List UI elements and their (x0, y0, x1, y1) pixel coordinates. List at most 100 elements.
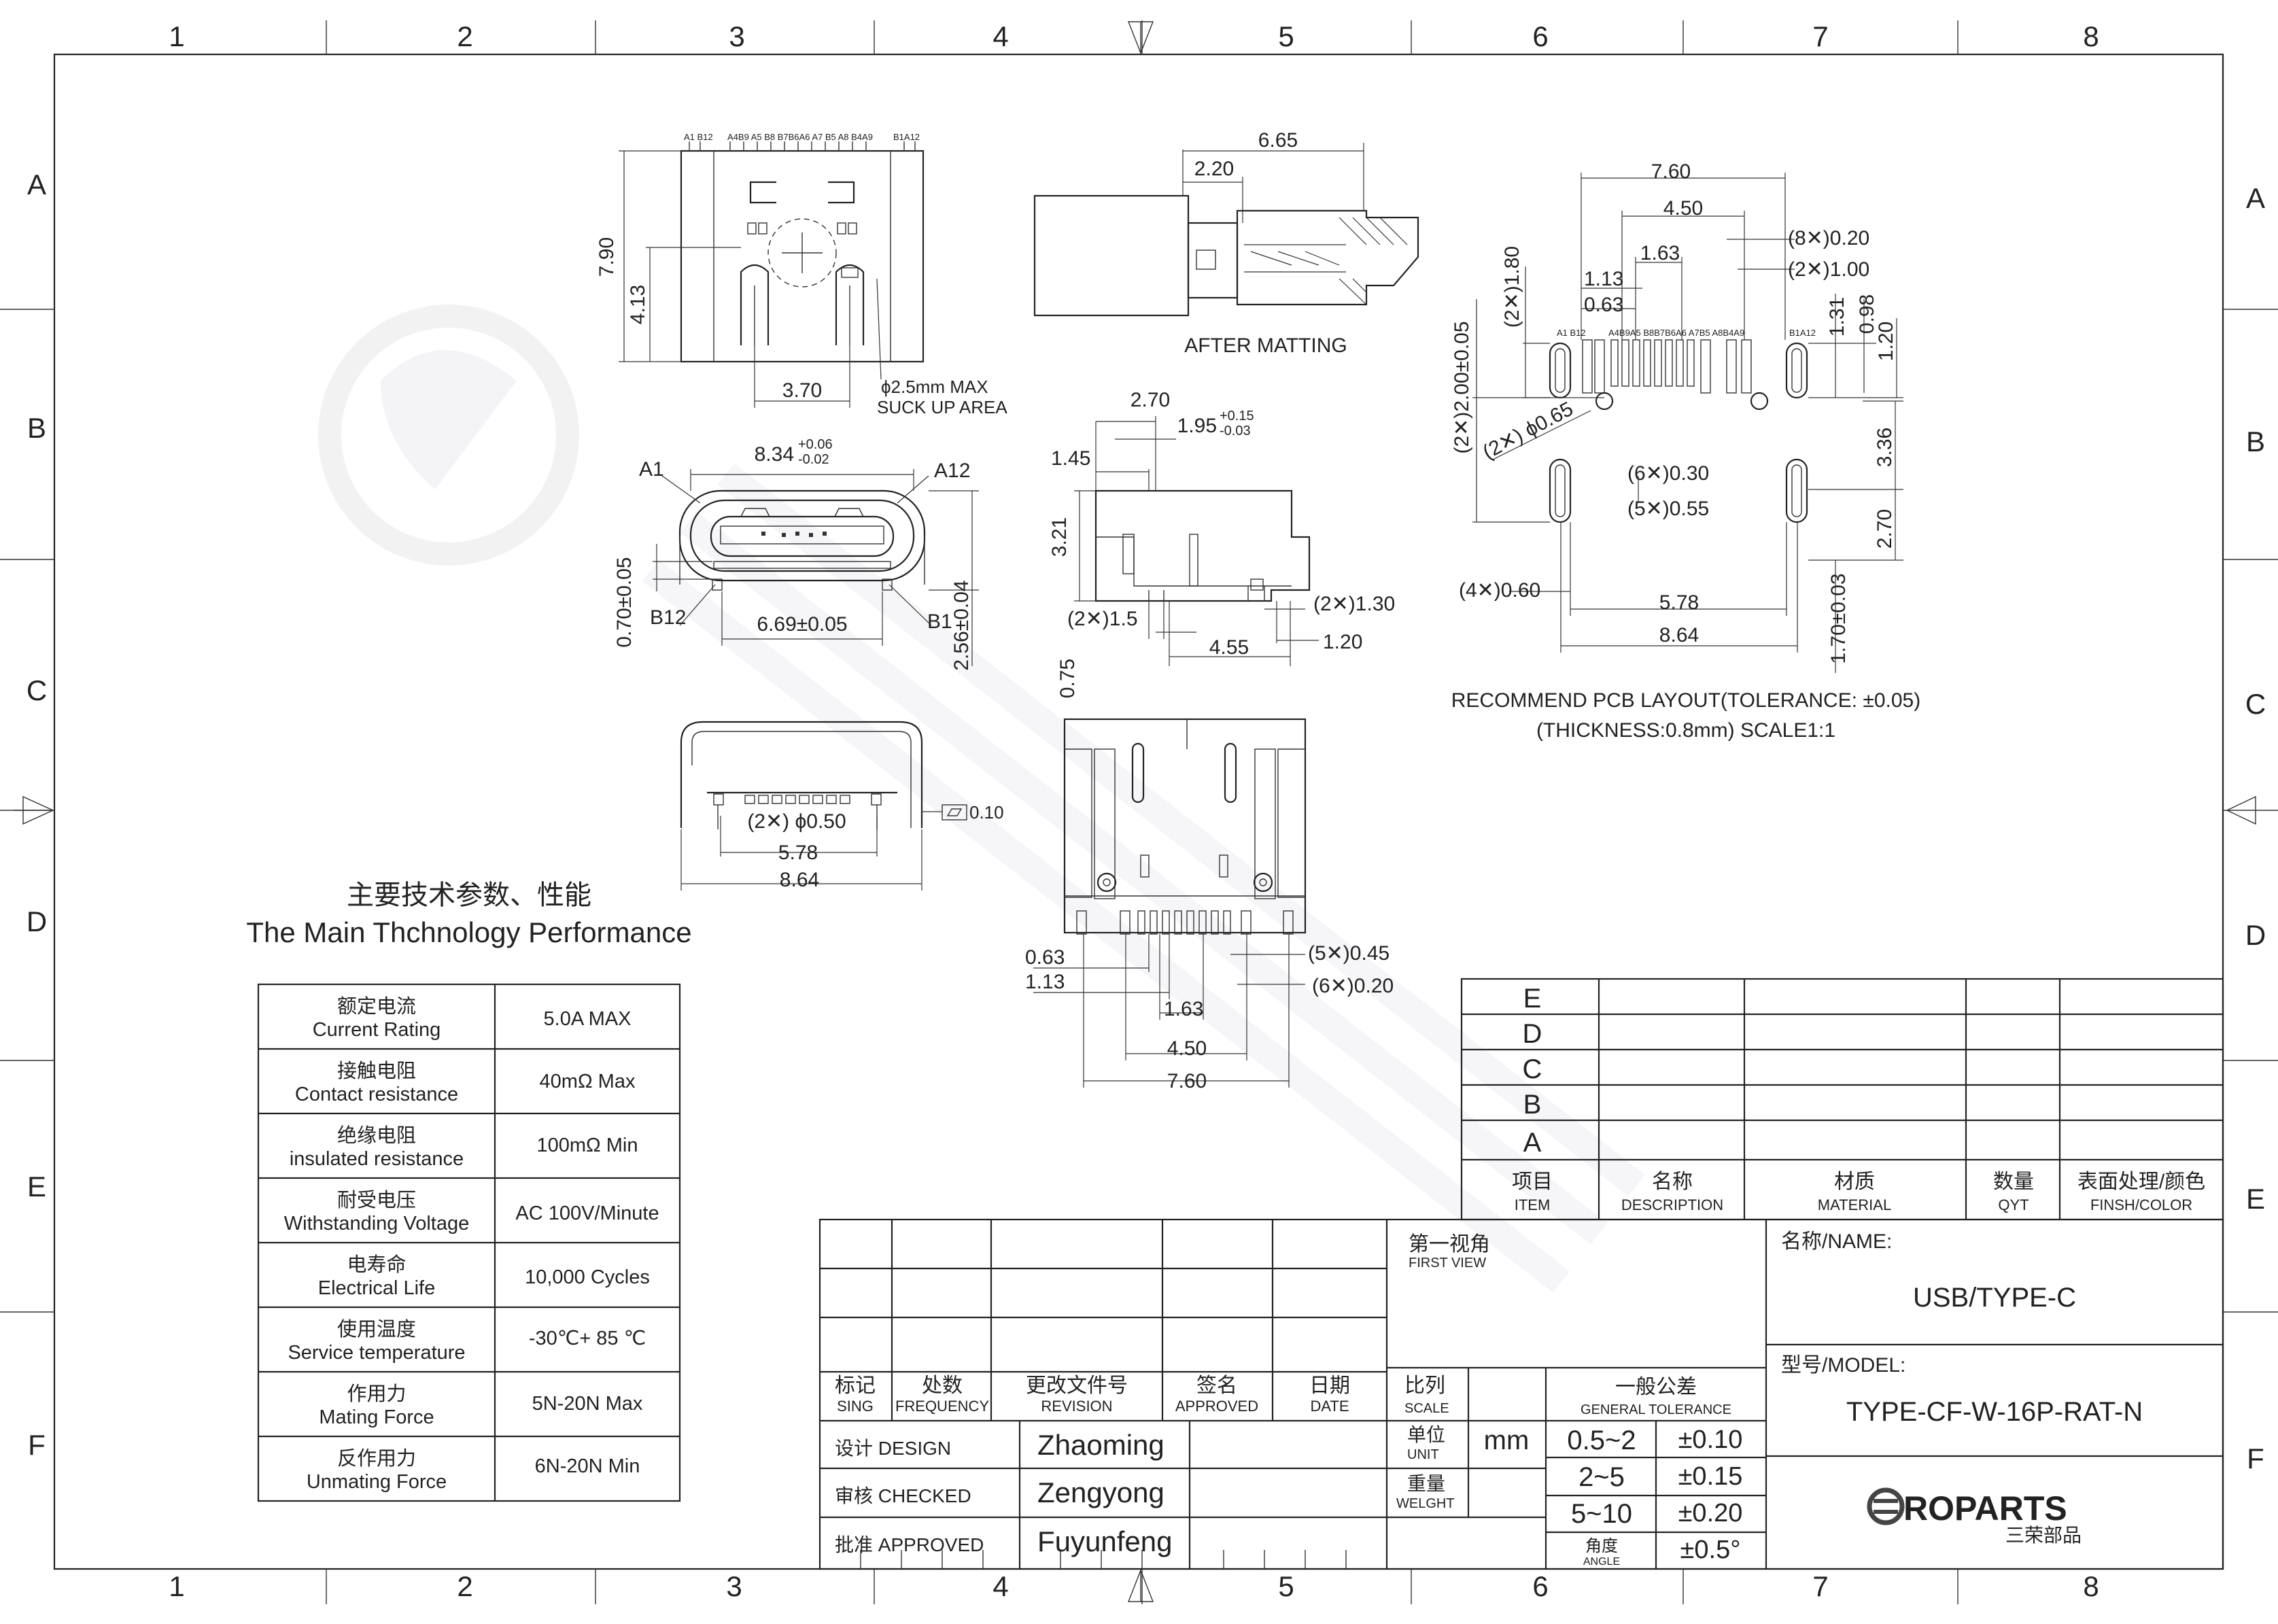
checked-name: Zengyong (1037, 1476, 1164, 1508)
row-label: D (2245, 919, 2266, 951)
spec-row-value: -30℃+ 85 ℃ (529, 1328, 646, 1349)
bom-header-cn: 数量 (1993, 1171, 2034, 1193)
front-label-a12: A12 (934, 460, 970, 482)
suck-area-note-2: SUCK UP AREA (877, 397, 1007, 417)
col-label: 1 (169, 1570, 184, 1602)
weight-cn: 重量 (1407, 1473, 1445, 1494)
bom-header-cn: 名称 (1652, 1171, 1693, 1193)
tolerance-range: 2~5 (1578, 1462, 1625, 1492)
bom-header-en: QYT (1998, 1196, 2029, 1213)
dim-2-70: 2.70 (1131, 389, 1170, 411)
dim-6-65: 6.65 (1258, 129, 1298, 152)
col-label: 7 (1812, 1570, 1828, 1602)
title-block (818, 1218, 2224, 1570)
dim-0-75: 0.75 (1056, 659, 1079, 698)
spec-row-en: Unmating Force (307, 1471, 447, 1493)
company-logo: ROPARTS 三荣部品 (1867, 1487, 2082, 1546)
spec-row-cn: 绝缘电阻 (337, 1124, 416, 1147)
col-label: 5 (1278, 20, 1294, 52)
unit-en: UNIT (1407, 1447, 1439, 1462)
pcb-dim-4x-0-60: (4✕)0.60 (1459, 579, 1540, 602)
top-view-pin-label: A4B9 A5 B8 B7B6A6 A7 B5 A8 B4A9 (727, 132, 873, 142)
angle-cn: 角度 (1585, 1537, 1618, 1555)
pcb-dim-7-60: 7.60 (1651, 160, 1691, 183)
rev-header-en: SING (837, 1398, 874, 1415)
design-name: Zhaoming (1037, 1429, 1164, 1461)
tolerance-value: ±0.10 (1678, 1426, 1743, 1454)
spec-row-en: Mating Force (319, 1406, 434, 1428)
row-label: E (27, 1171, 46, 1203)
tolerance-value: ±0.15 (1678, 1462, 1743, 1491)
col-label: 4 (993, 1570, 1008, 1602)
spec-row-en: Current Rating (313, 1019, 441, 1041)
spec-row-cn: 使用温度 (337, 1318, 416, 1341)
after-mating-label: AFTER MATTING (1184, 334, 1347, 357)
col-label: 7 (1812, 20, 1828, 52)
dim-0-70: 0.70±0.05 (613, 557, 636, 647)
rev-header-cn: 签名 (1196, 1375, 1237, 1397)
pcb-caption-2: (THICKNESS:0.8mm) SCALE1:1 (1536, 719, 1835, 742)
dim-5-78: 5.78 (778, 842, 818, 864)
pcb-pin-label: B1A12 (1789, 328, 1816, 338)
dim-3-21: 3.21 (1048, 517, 1071, 557)
pcb-dim-2x-1-80: (2✕)1.80 (1501, 246, 1523, 328)
tolerance-range: 0.5~2 (1567, 1426, 1636, 1455)
dim-0-63: 0.63 (1025, 946, 1065, 969)
dim-2-20: 2.20 (1194, 158, 1234, 180)
watermark (318, 305, 1645, 1293)
dim-7-90: 7.90 (596, 237, 618, 277)
spec-row-en: Service temperature (288, 1342, 465, 1364)
approved-label: 批准 APPROVED (835, 1534, 984, 1555)
bom-header-cn: 项目 (1512, 1171, 1553, 1193)
col-label: 8 (2083, 1570, 2099, 1602)
bom-headers: 项目 ITEM 名称 DESCRIPTION 材质 MATERIAL 数量 QY… (1512, 1171, 2205, 1213)
dim-7-60: 7.60 (1167, 1070, 1207, 1092)
col-label: 5 (1278, 1570, 1294, 1602)
pcb-dim-5-78: 5.78 (1659, 591, 1699, 614)
dim-6x-0-20: (6✕)0.20 (1312, 975, 1394, 997)
logo-text: ROPARTS (1903, 1489, 2067, 1527)
tolerance-rows: 0.5~2 ±0.10 2~5 ±0.15 5~10 ±0.20 (1567, 1426, 1742, 1529)
angle-en: ANGLE (1583, 1556, 1620, 1568)
dim-1-20: 1.20 (1323, 631, 1362, 653)
dim-4-13: 4.13 (627, 285, 649, 324)
dim-1-95: 1.95 (1177, 415, 1217, 437)
side-view (1074, 416, 1319, 666)
row-label: C (27, 674, 47, 706)
unit-value: mm (1484, 1426, 1530, 1455)
col-label: 8 (2083, 20, 2099, 52)
dim-1-45: 1.45 (1051, 447, 1090, 470)
spec-row-cn: 作用力 (347, 1383, 406, 1405)
pcb-dim-2-70: 2.70 (1874, 509, 1896, 549)
pcb-dim-hole-0-65: (2✕) ϕ0.65 (1479, 398, 1577, 464)
bom-row-letter: E (1523, 984, 1542, 1014)
pcb-dim-1-63: 1.63 (1640, 242, 1680, 264)
dim-8-34: 8.34 (755, 443, 794, 466)
bom-table (1460, 978, 2224, 1221)
spec-title-cn: 主要技术参数、性能 (347, 880, 591, 910)
dim-2x-1-30: (2✕)1.30 (1313, 593, 1395, 615)
rev-header-en: APPROVED (1175, 1398, 1258, 1415)
pcb-dim-8-64: 8.64 (1659, 624, 1699, 646)
logo-cn: 三荣部品 (2005, 1525, 2082, 1546)
dim-8-34-tol-up: +0.06 (798, 437, 833, 452)
connector-plan-view (1033, 718, 1307, 1088)
pcb-pin-label: A1 B12 (1557, 328, 1586, 338)
pcb-layout-view (1472, 173, 1903, 673)
col-label: 2 (457, 20, 472, 52)
after-mating-view (1033, 143, 1419, 317)
pcb-dim-5x-0-55: (5✕)0.55 (1627, 498, 1709, 520)
spec-rows: 额定电流 Current Rating 5.0A MAX 接触电阻 Contac… (284, 995, 659, 1493)
first-view-cn: 第一视角 (1409, 1233, 1490, 1256)
row-label: A (27, 169, 46, 201)
rev-header-cn: 日期 (1309, 1375, 1350, 1397)
pcb-dim-8x-0-20: (8✕)0.20 (1788, 227, 1869, 249)
pcb-dim-6x-0-30: (6✕)0.30 (1627, 462, 1709, 485)
bottom-view (680, 721, 967, 891)
pcb-dim-2x-1-00: (2✕)1.00 (1788, 258, 1869, 281)
top-view-pin-label: A1 B12 (684, 132, 713, 142)
rev-header-en: REVISION (1041, 1398, 1112, 1415)
dim-2x-1-5: (2✕)1.5 (1067, 608, 1138, 630)
pcb-dim-1-20: 1.20 (1875, 322, 1897, 361)
angle-tolerance: ±0.5° (1680, 1536, 1741, 1564)
